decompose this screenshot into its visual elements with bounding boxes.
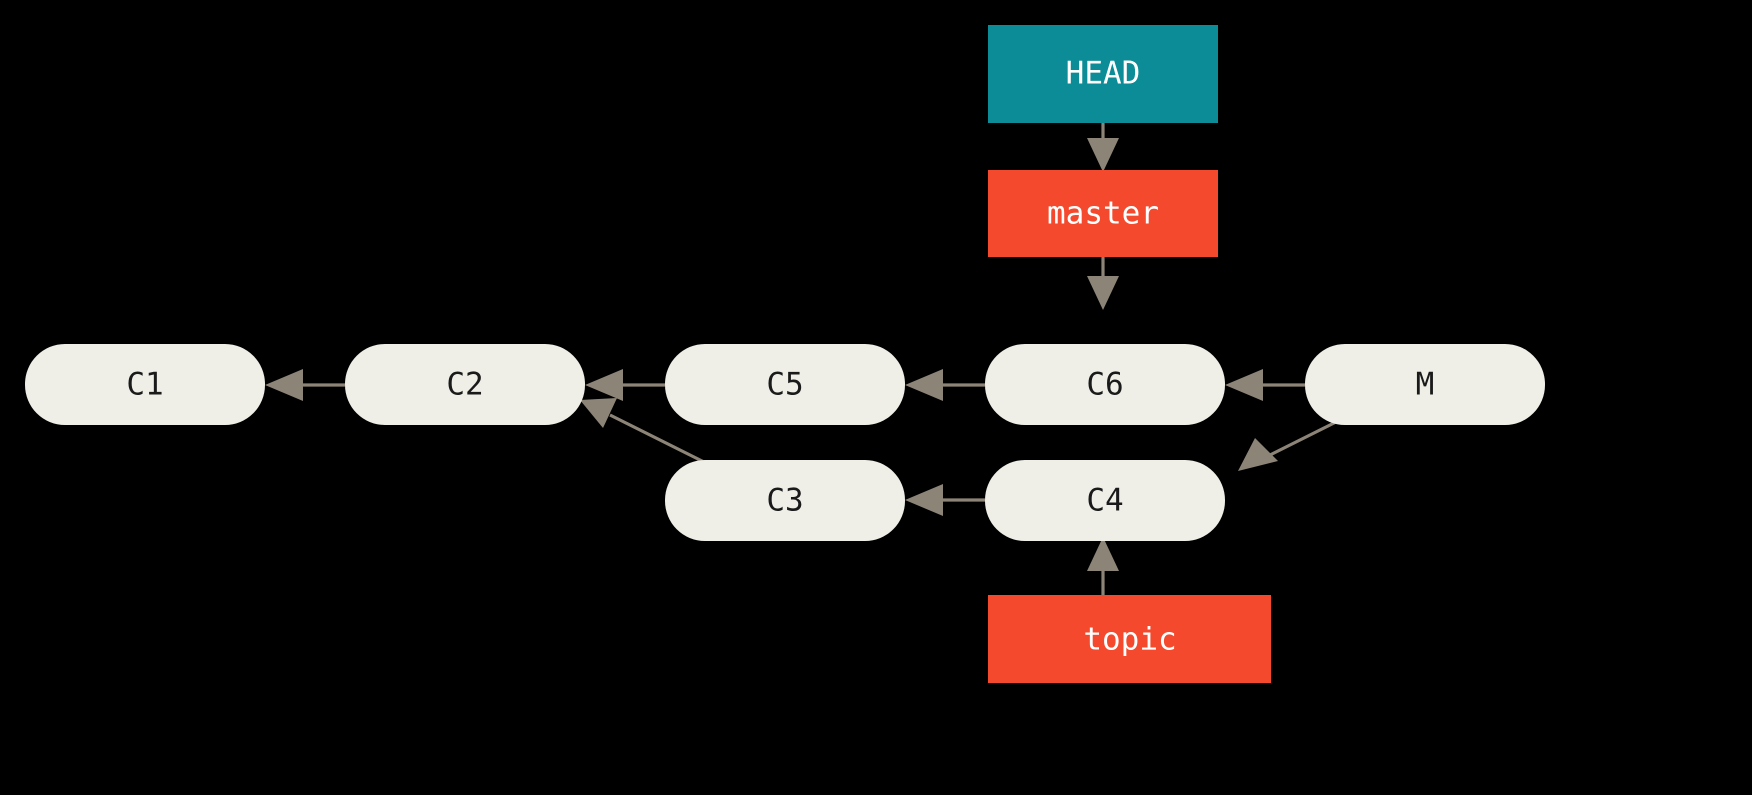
- commit-node-m[interactable]: M: [1305, 344, 1545, 425]
- commit-label-c5: C5: [766, 367, 803, 403]
- edge-c4-to-c3: [905, 484, 985, 516]
- commit-node-c2[interactable]: C2: [345, 344, 585, 425]
- ref-label-master: master: [1047, 196, 1159, 232]
- commit-node-c4[interactable]: C4: [985, 460, 1225, 541]
- ref-label-topic: topic: [1083, 622, 1176, 658]
- ref-box-topic[interactable]: topic: [988, 595, 1271, 683]
- commit-nodes-layer: C1 C2 C5 C6 M C3: [25, 344, 1545, 541]
- ref-box-head[interactable]: HEAD: [988, 25, 1218, 123]
- commit-node-c3[interactable]: C3: [665, 460, 905, 541]
- edge-c5-to-c2: [585, 369, 665, 401]
- edges-layer: [265, 123, 1371, 595]
- commit-node-c6[interactable]: C6: [985, 344, 1225, 425]
- edge-c6-to-c5: [905, 369, 985, 401]
- commit-label-c4: C4: [1086, 483, 1123, 519]
- edge-c2-to-c1: [265, 369, 345, 401]
- ref-box-master[interactable]: master: [988, 170, 1218, 257]
- edge-head-to-master: [1087, 123, 1119, 172]
- commit-label-c2: C2: [446, 367, 483, 403]
- edge-m-to-c6: [1225, 369, 1305, 401]
- commit-node-c5[interactable]: C5: [665, 344, 905, 425]
- ref-label-head: HEAD: [1066, 56, 1141, 92]
- commit-node-c1[interactable]: C1: [25, 344, 265, 425]
- commit-label-m: M: [1416, 367, 1435, 403]
- commit-label-c3: C3: [766, 483, 803, 519]
- ref-boxes-layer: HEAD master topic: [988, 25, 1271, 683]
- commit-label-c6: C6: [1086, 367, 1123, 403]
- edge-topic-to-c4: [1087, 537, 1119, 595]
- commit-label-c1: C1: [126, 367, 163, 403]
- edge-master-to-c6: [1087, 257, 1119, 310]
